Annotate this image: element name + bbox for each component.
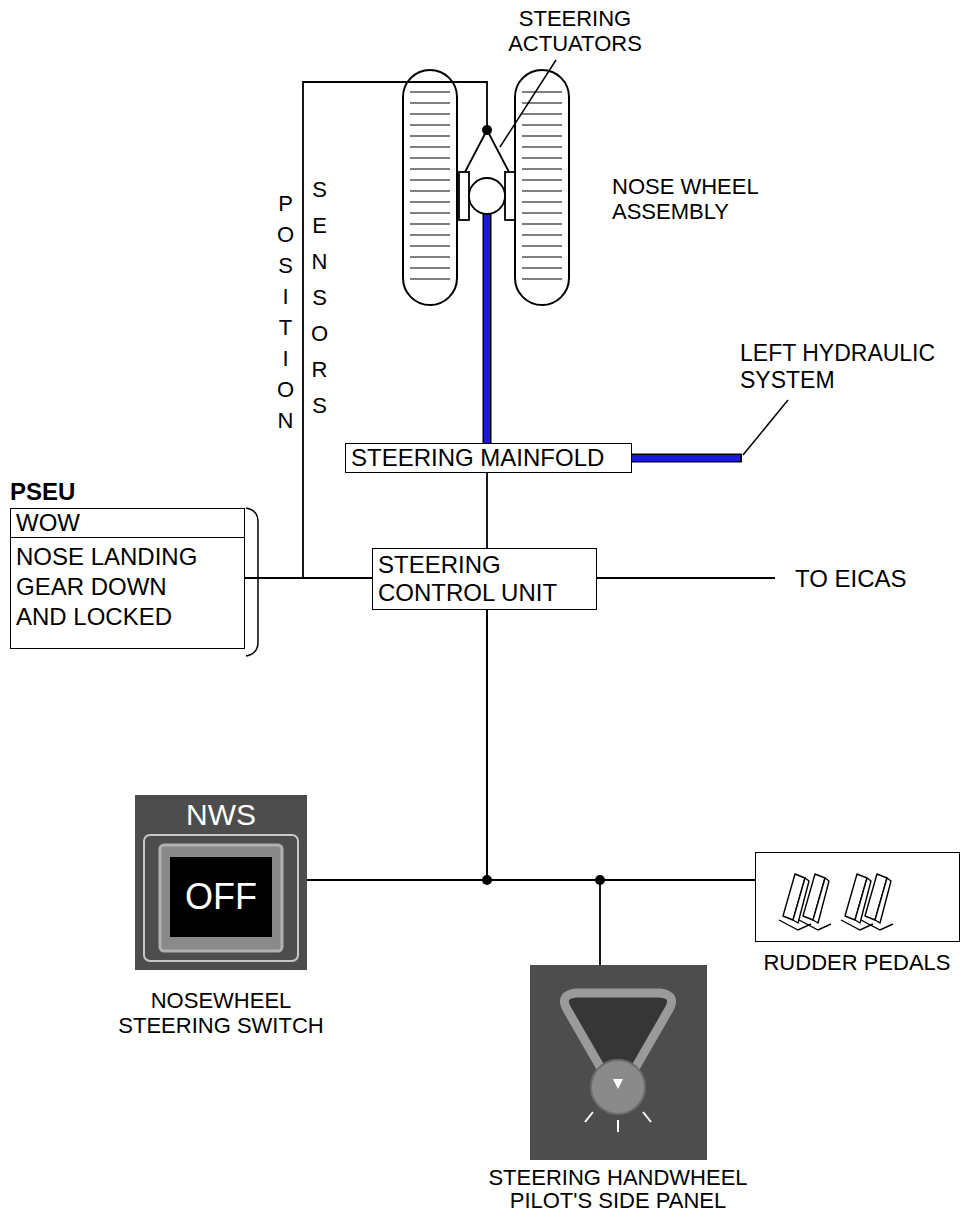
signal-name: NOSE LANDING GEAR DOWN AND LOCKED — [16, 542, 214, 632]
signal-name: WOW — [16, 509, 239, 537]
tread-line — [522, 278, 562, 279]
tread-line — [410, 278, 450, 279]
sensor-wire — [303, 82, 487, 578]
tick-marks — [585, 1112, 651, 1132]
tread-line — [410, 201, 450, 202]
tread-line — [410, 157, 450, 158]
actuator-linkage — [465, 130, 509, 172]
leader-line — [500, 60, 556, 147]
box-heading: PSEU — [10, 478, 75, 506]
bracket — [246, 508, 258, 656]
junction-dot — [482, 125, 492, 135]
switch-legend: NWS — [135, 798, 307, 832]
switch-state: OFF — [170, 857, 272, 937]
tread-line — [522, 256, 562, 257]
tread-line — [410, 91, 450, 92]
tread-line — [410, 135, 450, 136]
switch-bezel — [160, 845, 282, 951]
connector — [486, 473, 488, 548]
tread-line — [522, 179, 562, 180]
pointer-mark — [613, 1079, 623, 1089]
control-unit-box: STEERING CONTROL UNIT — [372, 548, 597, 610]
tread-line — [522, 91, 562, 92]
tread-line — [410, 190, 450, 191]
connector — [245, 577, 372, 579]
eicas-wire — [597, 577, 775, 579]
tread-line — [410, 168, 450, 169]
tread-line — [410, 113, 450, 114]
tire — [403, 70, 457, 305]
vertical-label: SENSORS — [310, 172, 335, 424]
component-caption: RUDDER PEDALS — [734, 950, 971, 975]
tread-line — [410, 267, 450, 268]
pseu-box: PSEUWOWNOSE LANDING GEAR DOWN AND LOCKED — [10, 508, 245, 649]
tread-line — [522, 267, 562, 268]
hydraulic-pipe-outline — [483, 212, 492, 444]
vertical-label: POSITION — [276, 188, 301, 436]
tread-line — [522, 245, 562, 246]
rudder-pedals-box: RUDDER PEDALS — [755, 852, 960, 942]
signal-cell: WOW — [11, 509, 244, 538]
callout-label: STEERING ACTUATORS — [500, 6, 650, 56]
tread-line — [410, 124, 450, 125]
tread-line — [522, 124, 562, 125]
destination-label: TO EICAS — [795, 566, 907, 592]
tread-line — [522, 190, 562, 191]
tread-line — [410, 212, 450, 213]
tread-line — [522, 157, 562, 158]
connector — [487, 610, 755, 880]
callout-label: NOSE WHEEL ASSEMBLY — [612, 174, 777, 224]
switch-frame — [144, 835, 298, 961]
handwheel-hub — [591, 1060, 645, 1114]
tread-line — [522, 146, 562, 147]
tread-line — [410, 146, 450, 147]
pedal — [779, 874, 811, 930]
tread-line — [522, 212, 562, 213]
handwheel-panel: STEERING HANDWHEEL PILOT'S SIDE PANEL — [530, 965, 707, 1160]
tread-line — [522, 223, 562, 224]
component-caption: NOSEWHEEL STEERING SWITCH — [101, 988, 341, 1038]
connector — [487, 610, 600, 965]
wheel-hub — [469, 178, 505, 214]
tire — [515, 70, 569, 305]
tread-line — [410, 179, 450, 180]
leader-line — [743, 400, 788, 455]
hydraulic-pipe — [484, 212, 490, 444]
tread-line — [410, 223, 450, 224]
connector — [307, 610, 487, 880]
pedal — [861, 874, 893, 930]
box-label: STEERING CONTROL UNIT — [378, 551, 591, 607]
nws-switch: NWSOFFNOSEWHEEL STEERING SWITCH — [135, 795, 307, 970]
steering-actuator — [459, 172, 469, 220]
tread-line — [522, 201, 562, 202]
pedal — [841, 874, 873, 930]
switch-button — [170, 857, 272, 937]
component-caption: STEERING HANDWHEEL PILOT'S SIDE PANEL — [483, 1166, 753, 1212]
signal-cell: NOSE LANDING GEAR DOWN AND LOCKED — [11, 538, 244, 648]
tread-line — [410, 234, 450, 235]
manifold-box: STEERING MAINFOLD — [345, 443, 632, 473]
pedals-graphic — [755, 852, 960, 942]
tread-line — [410, 245, 450, 246]
pedal — [799, 874, 831, 930]
tread-line — [522, 234, 562, 235]
tread-line — [522, 168, 562, 169]
hydraulic-pipe — [630, 455, 740, 461]
handwheel-graphic — [530, 965, 707, 1160]
system-label: LEFT HYDRAULIC SYSTEM — [740, 340, 968, 394]
tread-line — [410, 102, 450, 103]
tread-line — [410, 256, 450, 257]
tread-line — [522, 135, 562, 136]
tread-line — [522, 113, 562, 114]
steering-actuator — [505, 172, 515, 220]
box-label: STEERING MAINFOLD — [351, 445, 626, 471]
